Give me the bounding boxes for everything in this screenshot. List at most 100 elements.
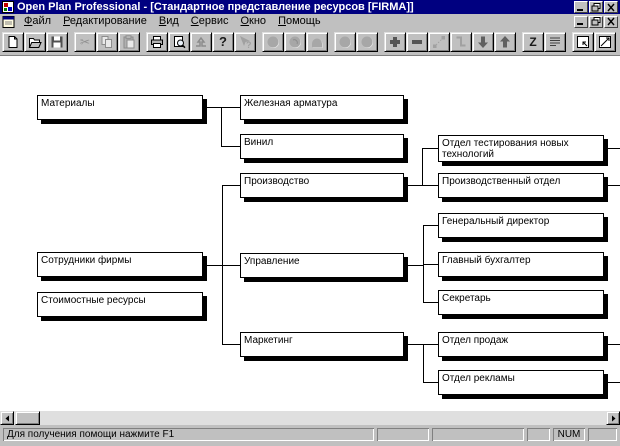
context-help-icon: ? (234, 31, 256, 52)
connector-line (404, 185, 422, 186)
add-node-icon[interactable] (384, 31, 406, 52)
child-window-controls (574, 15, 618, 28)
move-down-icon[interactable] (472, 31, 494, 52)
node-outline-icon (356, 31, 378, 52)
org-node-materialy[interactable]: Материалы (37, 95, 203, 120)
window-title: Open Plan Professional - [Стандартное пр… (17, 1, 414, 13)
org-node-proizvodstvennyj-otdel[interactable]: Производственный отдел (438, 173, 604, 198)
toolbar-group (572, 31, 616, 52)
toolbar-group (262, 31, 328, 52)
org-node-marketing[interactable]: Маркетинг (240, 332, 404, 357)
connector-line (423, 344, 438, 345)
org-node-otdel-testirovaniya[interactable]: Отдел тестирования новых технологий (438, 135, 604, 162)
update-data-icon (190, 31, 212, 52)
connector-line (423, 382, 438, 383)
connector-line (404, 265, 423, 266)
window-maximize-icon[interactable] (594, 31, 616, 52)
org-node-zheleznaya-armatura[interactable]: Железная арматура (240, 95, 404, 120)
window-normalize-icon[interactable] (572, 31, 594, 52)
toolbar-group (334, 31, 378, 52)
zoom-z-icon[interactable]: Z (522, 31, 544, 52)
status-pane-4 (588, 428, 617, 441)
cut-icon: ✂ (74, 31, 96, 52)
new-file-icon[interactable] (2, 31, 24, 52)
connector-line (608, 185, 620, 186)
print-icon[interactable] (146, 31, 168, 52)
menu-item-service[interactable]: Сервис (190, 15, 229, 27)
remove-node-icon[interactable] (406, 31, 428, 52)
connector-line (404, 344, 423, 345)
org-node-sotrudniki-firmy[interactable]: Сотрудники фирмы (37, 252, 203, 277)
org-node-generalnyj-direktor[interactable]: Генеральный директор (438, 213, 604, 238)
restore-icon[interactable] (589, 1, 603, 13)
org-node-otdel-prodazh[interactable]: Отдел продаж (438, 332, 604, 357)
link-step-icon (450, 31, 472, 52)
menu-item-help[interactable]: Помощь (278, 15, 321, 27)
scroll-left-icon[interactable] (0, 411, 14, 425)
save-file-icon[interactable] (46, 31, 68, 52)
link-diagonal-icon (428, 31, 450, 52)
org-node-upravlenie[interactable]: Управление (240, 253, 404, 278)
connector-line (423, 344, 424, 383)
connector-line (221, 107, 222, 147)
connector-line (222, 185, 240, 186)
connector-line (222, 344, 240, 345)
document-icon (2, 15, 15, 28)
org-node-stoimostnye-resursy[interactable]: Стоимостные ресурсы (37, 292, 203, 317)
toolbar-group: Z (522, 31, 566, 52)
print-preview-icon[interactable] (168, 31, 190, 52)
status-pane-1 (377, 428, 429, 441)
svg-text:?: ? (246, 40, 252, 49)
paste-icon (118, 31, 140, 52)
connector-line (422, 148, 423, 186)
menu-item-edit[interactable]: Редактирование (63, 15, 147, 27)
minimize-icon[interactable] (574, 1, 588, 13)
status-message: Для получения помощи нажмите F1 (3, 428, 374, 441)
menu-bar: Файл Редактирование Вид Сервис Окно Помощь (0, 14, 620, 29)
resource-node-detail-icon (284, 31, 306, 52)
scroll-thumb[interactable] (15, 411, 40, 425)
open-file-icon[interactable] (24, 31, 46, 52)
title-bar: Open Plan Professional - [Стандартное пр… (0, 0, 620, 14)
num-lock-indicator: NUM (553, 428, 585, 441)
resource-dome-icon (306, 31, 328, 52)
scroll-right-icon[interactable] (606, 411, 620, 425)
window-controls (574, 1, 618, 13)
connector-line (422, 148, 438, 149)
node-filled-icon (334, 31, 356, 52)
connector-line (423, 225, 438, 226)
toolbar-group (2, 31, 68, 52)
org-node-proizvodstvo[interactable]: Производство (240, 173, 404, 198)
connector-line (608, 382, 620, 383)
status-bar: Для получения помощи нажмите F1 NUM (0, 425, 620, 446)
copy-icon (96, 31, 118, 52)
connector-line (422, 185, 438, 186)
connector-line (423, 302, 438, 303)
app-icon (2, 1, 14, 13)
menu-item-file[interactable]: Файл (24, 15, 52, 27)
resource-node-icon (262, 31, 284, 52)
menu-item-window[interactable]: Окно (240, 15, 267, 27)
menu-items: Файл Редактирование Вид Сервис Окно Помощь (18, 14, 574, 29)
connector-line (203, 265, 222, 266)
org-node-sekretar[interactable]: Секретарь (438, 290, 604, 315)
org-node-otdel-reklamy[interactable]: Отдел рекламы (438, 370, 604, 395)
zoom-lines-icon[interactable] (544, 31, 566, 52)
child-restore-icon[interactable] (589, 15, 603, 28)
child-close-icon[interactable] (604, 15, 618, 28)
help-icon[interactable]: ? (212, 31, 234, 52)
child-minimize-icon[interactable] (574, 15, 588, 28)
close-icon[interactable] (604, 1, 618, 13)
connector-line (222, 265, 240, 266)
connector-line (221, 146, 240, 147)
toolbar-group (384, 31, 516, 52)
horizontal-scrollbar[interactable] (0, 411, 620, 425)
menu-item-view[interactable]: Вид (158, 15, 179, 27)
toolbar-group: ✂ (74, 31, 140, 52)
status-pane-2 (432, 428, 524, 441)
org-node-vinil[interactable]: Винил (240, 134, 404, 159)
org-node-glavnyj-buhgalter[interactable]: Главный бухгалтер (438, 252, 604, 277)
move-up-icon[interactable] (494, 31, 516, 52)
